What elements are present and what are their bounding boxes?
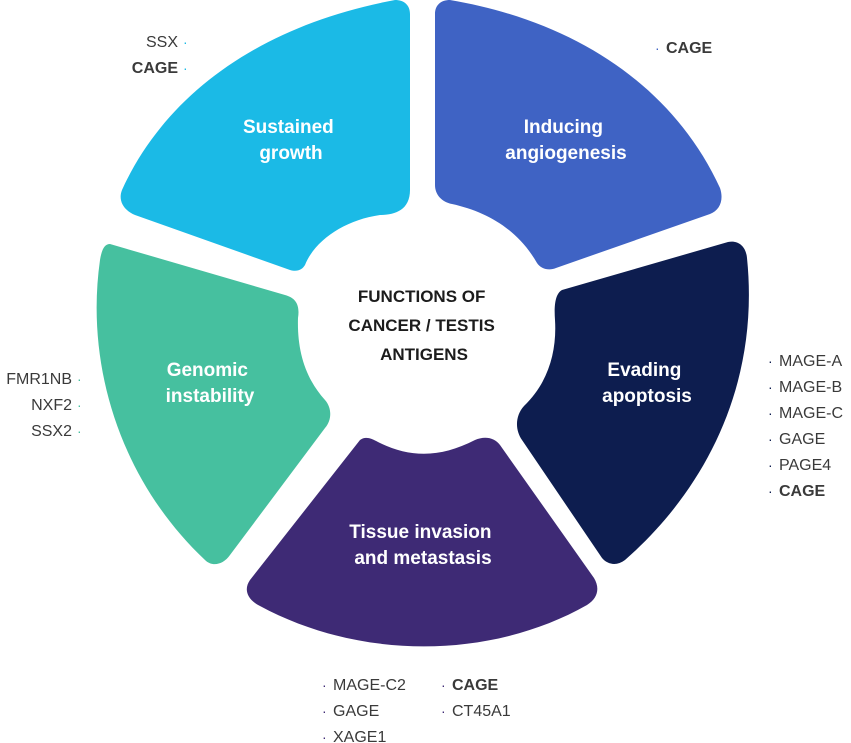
gene-label: CAGE xyxy=(132,60,179,77)
gene-label: MAGE-C2 xyxy=(333,677,406,694)
evading-apoptosis-title: Evading apoptosis xyxy=(602,360,692,407)
sustained-growth-title: Sustained growth xyxy=(243,117,339,164)
gene-label: PAGE4 xyxy=(779,457,831,474)
gene-label: SSX xyxy=(146,34,178,51)
evading-apoptosis-gene-list: · MAGE-A · MAGE-B · MAGE-C · GAGE · PAGE4 · CAGE xyxy=(768,353,843,500)
tissue-invasion-gene-list: · MAGE-C2 · GAGE · XAGE1 · CAGE · CT45A1 xyxy=(322,677,511,743)
bullet-dot-icon: · xyxy=(768,483,773,499)
bullet-dot-icon: · xyxy=(768,353,773,369)
bullet-dot-icon: · xyxy=(322,729,327,743)
genomic-instability-gene-list: · FMR1NB · NXF2 · SSX2 xyxy=(6,371,81,440)
bullet-dot-icon: · xyxy=(768,431,773,447)
center-title: FUNCTIONS OF CANCER / TESTIS ANTIGENS xyxy=(348,287,499,364)
gene-label: CT45A1 xyxy=(452,703,511,720)
gene-label: FMR1NB xyxy=(6,371,72,388)
bullet-dot-icon: · xyxy=(77,371,82,387)
tissue-invasion-title: Tissue invasion and metastasis xyxy=(349,522,496,569)
gene-label: GAGE xyxy=(333,703,379,720)
bullet-dot-icon: · xyxy=(441,677,446,693)
bullet-dot-icon: · xyxy=(183,60,188,76)
bullet-dot-icon: · xyxy=(441,703,446,719)
inducing-angiogenesis-title: Inducing angiogenesis xyxy=(505,117,626,164)
sustained-growth-gene-list: · SSX ·CAGE xyxy=(132,34,188,77)
gene-label: CAGE xyxy=(452,677,499,694)
inducing-angiogenesis-gene-list: · CAGE xyxy=(655,40,713,57)
bullet-dot-icon: · xyxy=(768,379,773,395)
bullet-dot-icon: · xyxy=(655,40,660,56)
bullet-dot-icon: · xyxy=(77,423,82,439)
bullet-dot-icon: · xyxy=(183,34,188,50)
sustained-growth-segment xyxy=(120,0,410,271)
gene-label: MAGE-A xyxy=(779,353,842,370)
gene-label: CAGE xyxy=(666,40,713,57)
gene-label: MAGE-B xyxy=(779,379,842,396)
gene-label: GAGE xyxy=(779,431,825,448)
bullet-dot-icon: · xyxy=(77,397,82,413)
genomic-instability-segment xyxy=(96,244,331,565)
tissue-invasion-segment xyxy=(246,437,598,647)
bullet-dot-icon: · xyxy=(768,457,773,473)
bullet-dot-icon: · xyxy=(322,703,327,719)
gene-label: SSX2 xyxy=(31,423,72,440)
gene-label: NXF2 xyxy=(31,397,72,414)
bullet-dot-icon: · xyxy=(768,405,773,421)
evading-apoptosis-segment xyxy=(516,241,749,564)
gene-label: MAGE-C xyxy=(779,405,843,422)
genomic-instability-title: Genomic instability xyxy=(166,360,255,407)
gene-label: CAGE xyxy=(779,483,826,500)
inducing-angiogenesis-segment xyxy=(435,0,722,270)
gene-label: XAGE1 xyxy=(333,729,386,743)
bullet-dot-icon: · xyxy=(322,677,327,693)
